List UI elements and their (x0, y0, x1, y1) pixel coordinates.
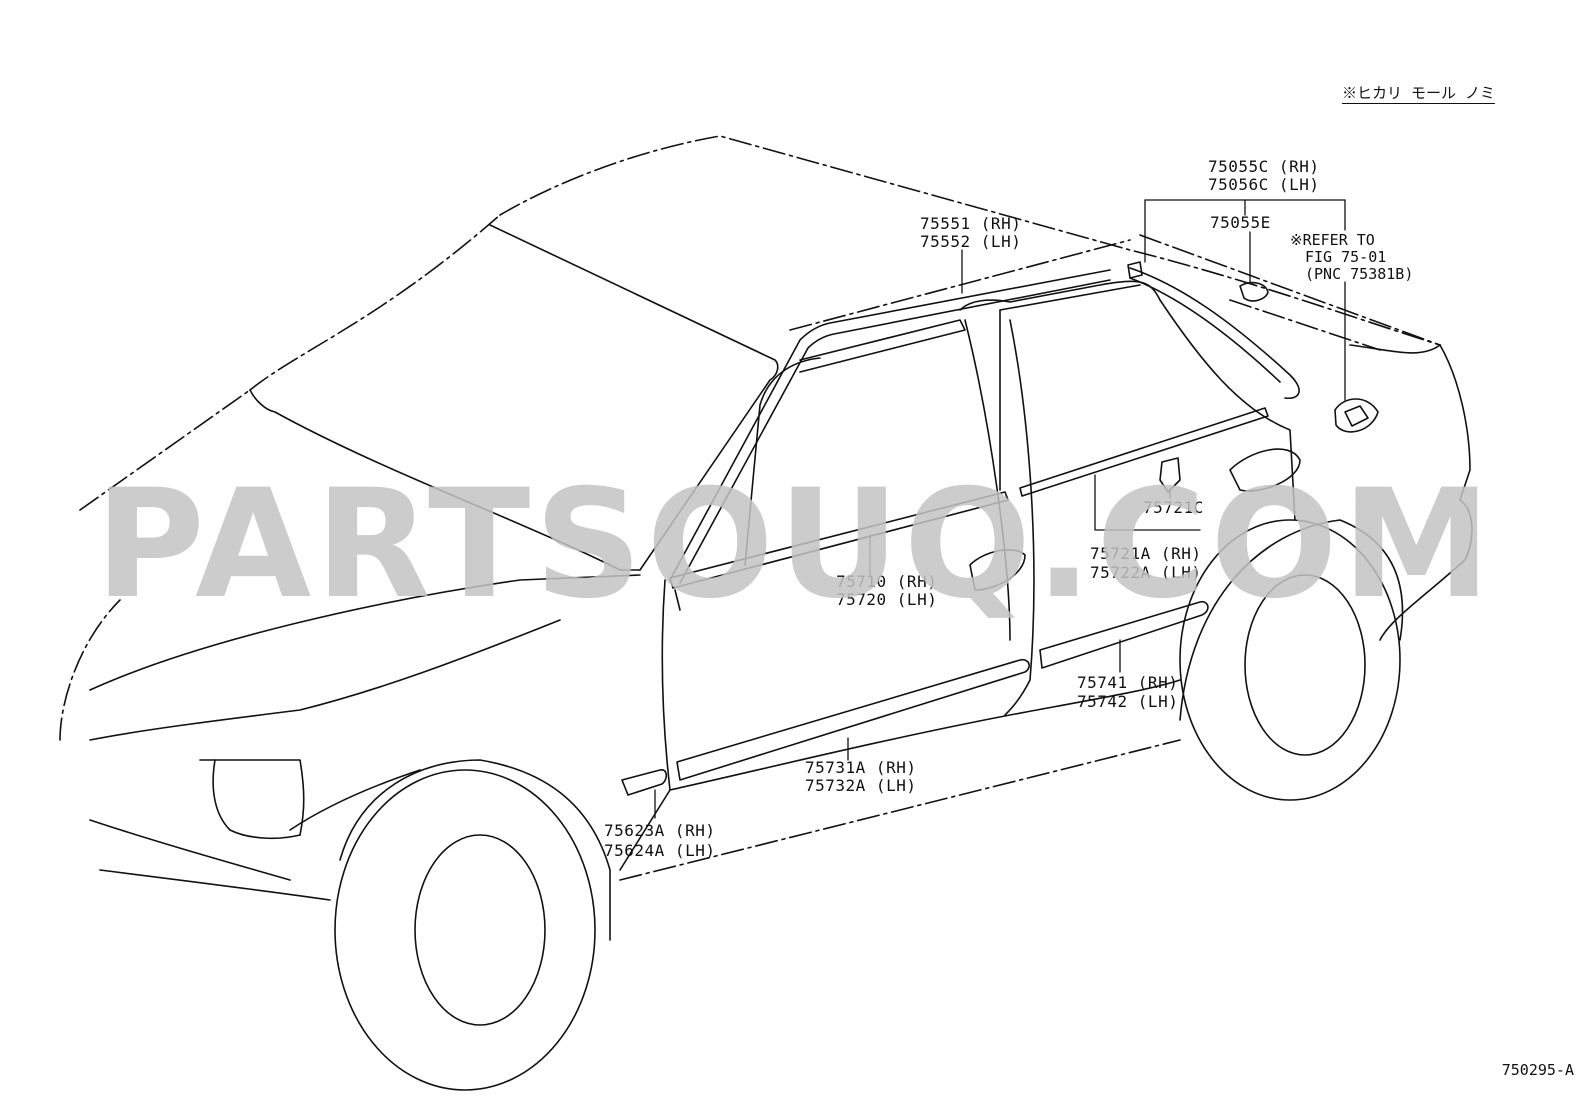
callout-75731a-rh: 75731A (RH) (805, 758, 917, 777)
callout-75732a-lh: 75732A (LH) (805, 776, 917, 795)
callout-75741-rh: 75741 (RH) (1077, 673, 1179, 692)
callout-75623a-rh: 75623A (RH) (604, 821, 716, 840)
side-body-and-doors (619, 280, 1473, 871)
callout-75055c-rh: 75055C (RH) (1208, 157, 1320, 176)
reference-note-line-1: ※REFER TO (1290, 231, 1375, 249)
callout-75742-lh: 75742 (LH) (1077, 692, 1179, 711)
callout-75551-rh: 75551 (RH) (920, 214, 1022, 233)
callout-75552-lh: 75552 (LH) (920, 232, 1022, 251)
callout-75722a-lh: 75722A (LH) (1090, 563, 1202, 582)
callout-75721a-rh: 75721A (RH) (1090, 544, 1202, 563)
front-wheel (334, 759, 611, 1091)
body-phantom-outline (59, 135, 1441, 881)
header-note: ※ヒカリ モール ノミ (1342, 84, 1496, 104)
windshield-and-hood (89, 224, 779, 901)
callout-75720-lh: 75720 (LH) (836, 590, 938, 609)
reference-note-line-2: FIG 75-01 (1305, 248, 1387, 266)
rear-wheel (1179, 519, 1404, 801)
callout-75055e: 75055E (1210, 213, 1271, 232)
callout-75056c-lh: 75056C (LH) (1208, 175, 1320, 194)
body-side-moldings (621, 600, 1209, 796)
leader-lines (654, 199, 1346, 819)
figure-id: 750295-A (1501, 1061, 1574, 1079)
callout-75624a-lh: 75624A (LH) (604, 841, 716, 860)
reference-note-line-3: (PNC 75381B) (1305, 265, 1414, 283)
rear-quarter-molding (999, 261, 1300, 491)
clips-and-small-parts (1159, 281, 1379, 493)
window-frame-molding (669, 269, 1111, 584)
callout-75710-rh: 75710 (RH) (836, 572, 938, 591)
belt-moldings (669, 407, 1269, 611)
callout-75721c: 75721C (1143, 498, 1204, 517)
